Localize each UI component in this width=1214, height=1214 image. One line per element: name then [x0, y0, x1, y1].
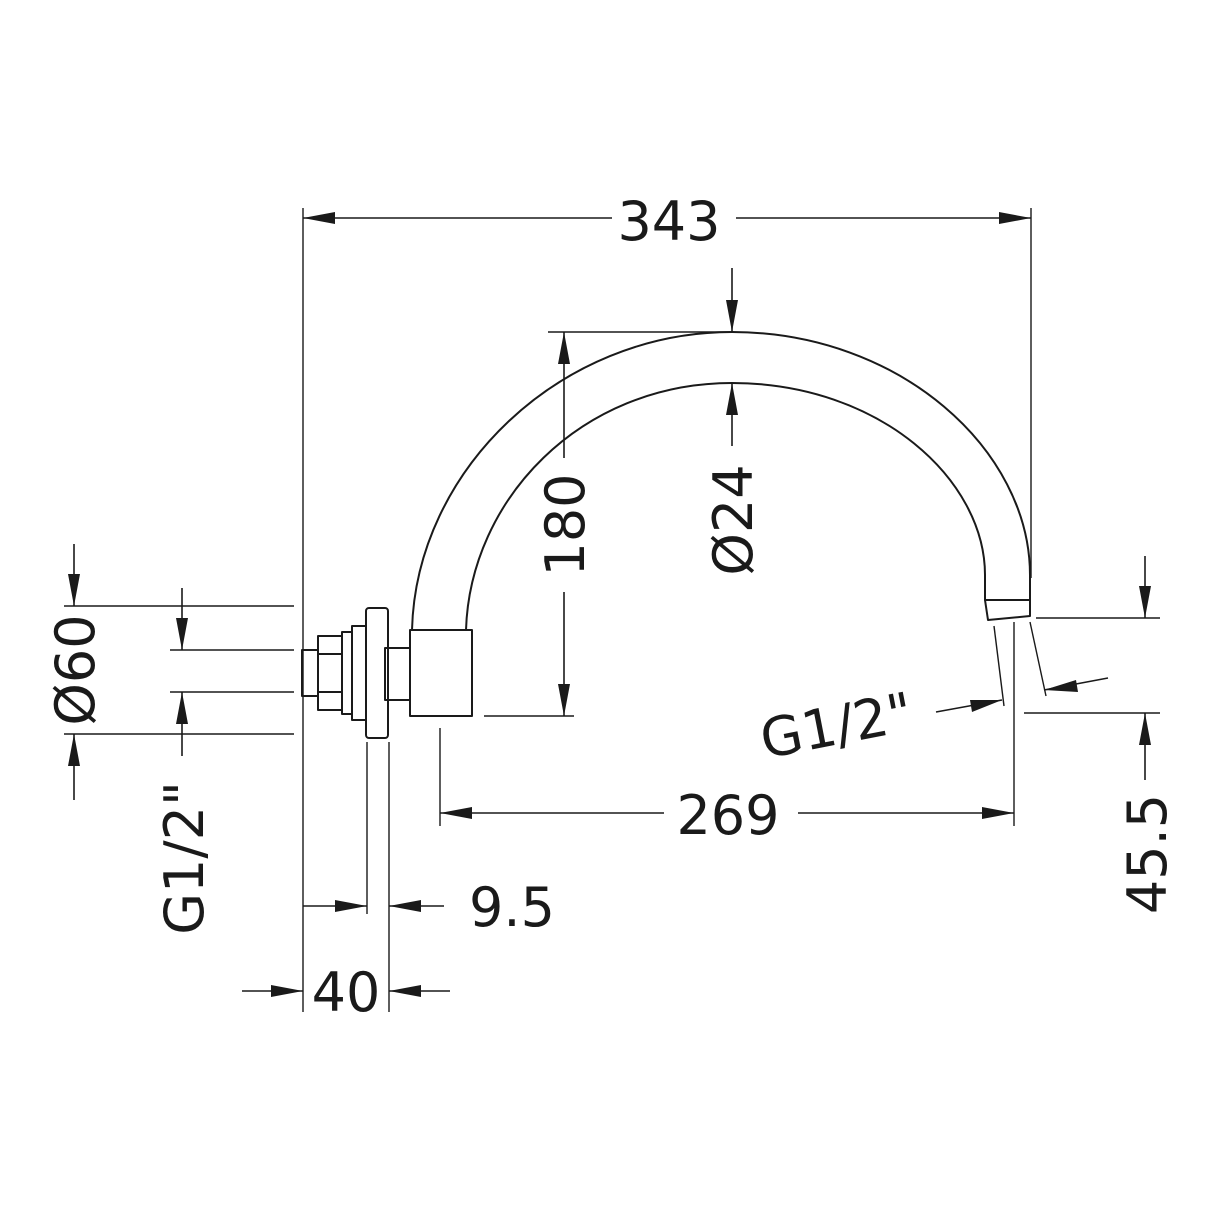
label-outlet-thread: G1/2"	[755, 680, 918, 771]
label-outlet-drop: 45.5	[1116, 794, 1179, 914]
flange-ring-outer	[351, 625, 367, 721]
elbow-body	[409, 629, 473, 717]
inlet-thread-stub	[301, 649, 319, 697]
dim-inlet-thread: G1/2"	[153, 588, 216, 935]
dim-tube-diameter: Ø24	[702, 268, 765, 576]
dim-horizontal-projection: 269	[440, 784, 1014, 847]
dim-flange-diameter: Ø60	[44, 544, 107, 800]
dim-arm-height: 180	[534, 332, 597, 716]
label-overall-length: 343	[617, 190, 720, 253]
label-flange-thickness: 9.5	[469, 876, 555, 939]
connector-neck	[384, 647, 411, 701]
label-horizontal-projection: 269	[676, 784, 779, 847]
label-arm-height: 180	[534, 473, 597, 576]
flange-ring-inner	[341, 631, 353, 715]
arm-outer-edge	[411, 331, 1031, 631]
label-inlet-thread: G1/2"	[153, 781, 216, 935]
label-wall-depth: 40	[312, 961, 381, 1024]
dim-flange-thickness: 9.5	[303, 876, 555, 939]
hex-nut	[317, 635, 343, 711]
label-flange-diameter: Ø60	[44, 614, 107, 725]
extension-lines	[64, 208, 1160, 1012]
label-tube-diameter: Ø24	[702, 464, 765, 575]
dim-outlet-thread: G1/2"	[755, 677, 1109, 771]
shower-arm-outline	[301, 331, 1031, 739]
outlet-nozzle	[984, 599, 1031, 621]
dim-overall-length: 343	[303, 190, 1031, 253]
dim-outlet-drop: 45.5	[1116, 556, 1179, 914]
dim-wall-depth: 40	[242, 961, 450, 1024]
